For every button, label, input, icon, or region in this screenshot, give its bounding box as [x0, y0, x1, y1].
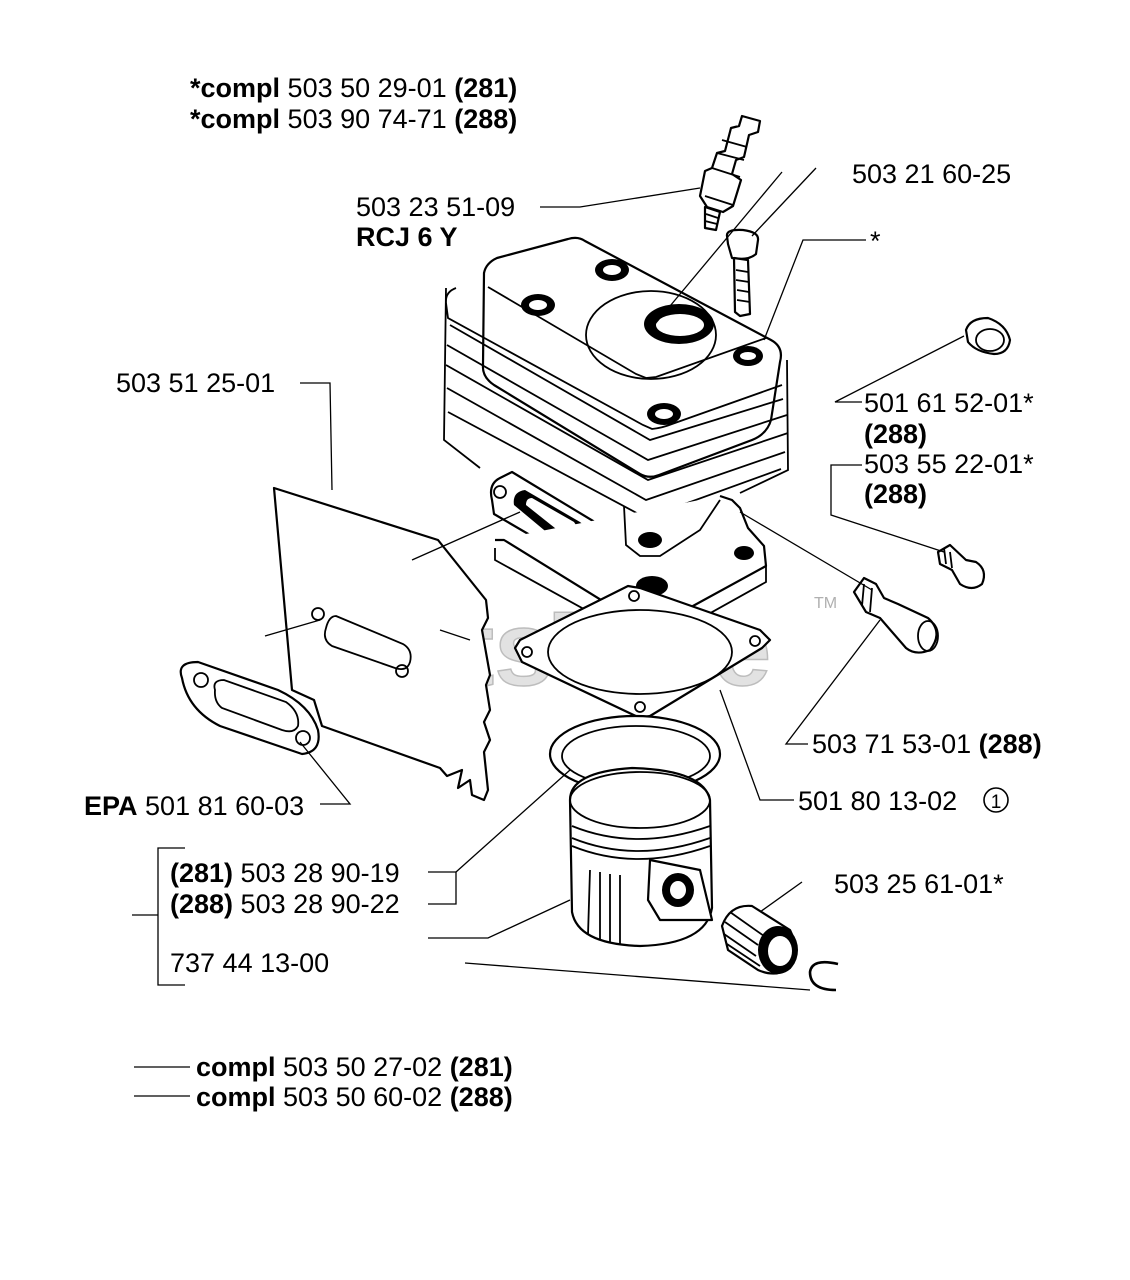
label-decomp-cap-model: (288): [864, 419, 927, 449]
label-base-gasket[interactable]: 501 80 13-02: [798, 786, 957, 816]
needle-bearing-part[interactable]: [720, 904, 798, 975]
label-cylinder-mark[interactable]: *: [870, 226, 881, 256]
part-labels: *compl 503 50 29-01 (281) *compl 503 90 …: [84, 73, 1042, 1112]
label-cylinder-screw[interactable]: 503 21 60-25: [852, 159, 1011, 189]
label-decomp-plug[interactable]: 503 71 53-01 (288): [812, 729, 1042, 759]
label-compl-top-1[interactable]: *compl 503 50 29-01 (281): [190, 73, 517, 103]
label-compl-bottom-2[interactable]: compl 503 50 60-02 (288): [196, 1082, 513, 1112]
label-spark-plug-type: RCJ 6 Y: [356, 222, 458, 252]
circled-one-icon: 1: [983, 787, 1009, 813]
decomp-cap-part[interactable]: [964, 316, 1012, 356]
cylinder-screw-part[interactable]: [725, 228, 760, 318]
decomp-plug-part[interactable]: [852, 576, 939, 654]
label-decomp-valve-model: (288): [864, 479, 927, 509]
label-decomp-cap[interactable]: 501 61 52-01*: [864, 388, 1034, 418]
circlip-part[interactable]: [808, 960, 839, 992]
spark-plug-part[interactable]: [698, 114, 762, 232]
label-piston-288[interactable]: (288) 503 28 90-22: [170, 889, 400, 919]
label-exhaust-gasket[interactable]: EPA 501 81 60-03: [84, 791, 304, 821]
cylinder-part[interactable]: [443, 236, 789, 641]
label-piston-ring[interactable]: 737 44 13-00: [170, 948, 329, 978]
label-decomp-valve[interactable]: 503 55 22-01*: [864, 449, 1034, 479]
label-compl-top-2[interactable]: *compl 503 90 74-71 (288): [190, 104, 517, 134]
label-plate-gasket[interactable]: 503 51 25-01: [116, 368, 275, 398]
svg-text:1: 1: [991, 792, 1002, 813]
base-gasket-part[interactable]: [513, 584, 772, 720]
label-piston-281[interactable]: (281) 503 28 90-19: [170, 858, 400, 888]
decomp-valve-part[interactable]: [936, 543, 986, 590]
label-spark-plug[interactable]: 503 23 51-09: [356, 192, 515, 222]
label-compl-bottom-1[interactable]: compl 503 50 27-02 (281): [196, 1052, 513, 1082]
heat-shield-part[interactable]: [272, 486, 492, 802]
watermark-tm: TM: [814, 595, 837, 612]
piston-part[interactable]: [568, 766, 714, 948]
leader-lines: [132, 167, 965, 1097]
label-needle-bearing[interactable]: 503 25 61-01*: [834, 869, 1004, 899]
